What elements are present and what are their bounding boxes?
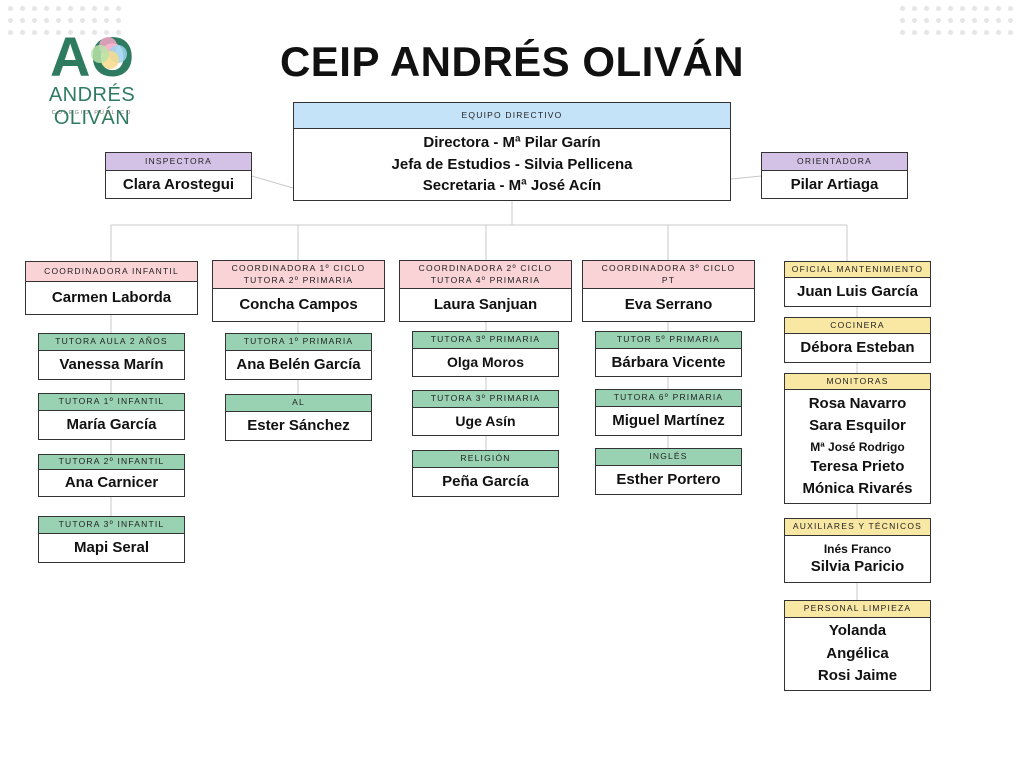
tutora-2-infantil-name: Ana Carnicer <box>64 474 159 492</box>
tutora-aula-2-header: TUTORA AULA 2 AÑOS <box>39 334 184 351</box>
limpieza-name: Yolanda <box>828 622 887 640</box>
cocinera-card: COCINERA Débora Esteban <box>784 317 931 363</box>
tutora-aula-2-card: TUTORA AULA 2 AÑOS Vanessa Marín <box>38 333 185 380</box>
coordinadora-2-ciclo-header-line1: COORDINADORA 2º CICLO <box>418 263 553 274</box>
personal-limpieza-card: PERSONAL LIMPIEZA Yolanda Angélica Rosi … <box>784 600 931 691</box>
al-header: AL <box>226 395 371 412</box>
secretaria-line: Secretaria - Mª José Acín <box>422 177 602 195</box>
limpieza-name: Angélica <box>826 644 889 662</box>
tutora-1-primaria-name: Ana Belén García <box>236 356 361 374</box>
limpieza-name: Rosi Jaime <box>817 667 898 685</box>
logo-mark-icon: AO <box>50 25 134 82</box>
directora-line: Directora - Mª Pilar Garín <box>423 133 601 151</box>
tutora-aula-2-name: Vanessa Marín <box>59 356 164 374</box>
auxiliar-name: Inés Franco <box>823 541 892 556</box>
ingles-header: INGLÉS <box>596 449 741 466</box>
page-title: CEIP ANDRÉS OLIVÁN <box>279 38 745 85</box>
logo-name: ANDRÉS OLIVÁN <box>48 84 136 129</box>
religion-header: RELIGIÓN <box>413 451 558 468</box>
coordinadora-3-ciclo-header: COORDINADORA 3º CICLO PT <box>583 261 754 289</box>
auxiliares-card: AUXILIARES Y TÉCNICOS Inés Franco Silvia… <box>784 518 931 583</box>
tutor-5-primaria-header: TUTOR 5º PRIMARIA <box>596 332 741 349</box>
auxiliares-header: AUXILIARES Y TÉCNICOS <box>785 519 930 536</box>
monitora-name: Sara Esquilor <box>809 417 906 434</box>
ingles-card: INGLÉS Esther Portero <box>595 448 742 495</box>
tutora-1-infantil-name: María García <box>66 416 157 434</box>
orientadora-name: Pilar Artiaga <box>790 175 879 193</box>
coordinadora-1-ciclo-header-line1: COORDINADORA 1º CICLO <box>231 263 366 274</box>
monitora-name: Mónica Rivarés <box>802 480 913 497</box>
inspectora-header: INSPECTORA <box>106 153 251 171</box>
tutora-3-primaria-b-card: TUTORA 3º PRIMARIA Uge Asín <box>412 390 559 436</box>
monitora-name: Teresa Prieto <box>810 457 905 475</box>
coordinadora-3-ciclo-name: Eva Serrano <box>624 296 713 314</box>
coordinadora-1-ciclo-card: COORDINADORA 1º CICLO TUTORA 2º PRIMARIA… <box>212 260 385 322</box>
tutora-1-primaria-header: TUTORA 1º PRIMARIA <box>226 334 371 351</box>
cocinera-name: Débora Esteban <box>800 339 915 357</box>
tutor-5-primaria-card: TUTOR 5º PRIMARIA Bárbara Vicente <box>595 331 742 377</box>
decorative-dots-left <box>8 6 121 35</box>
jefa-estudios-line: Jefa de Estudios - Silvia Pellicena <box>391 155 633 173</box>
coordinadora-infantil-header: COORDINADORA INFANTIL <box>26 262 197 282</box>
religion-name: Peña García <box>442 473 529 491</box>
coordinadora-infantil-card: COORDINADORA INFANTIL Carmen Laborda <box>25 261 198 315</box>
coordinadora-3-ciclo-header-line2: PT <box>661 274 676 285</box>
monitoras-card: MONITORAS Rosa Navarro Sara Esquilor Mª … <box>784 373 931 504</box>
tutora-3-primaria-b-header: TUTORA 3º PRIMARIA <box>413 391 558 408</box>
inspectora-name: Clara Arostegui <box>122 175 235 193</box>
tutora-3-primaria-b-name: Uge Asín <box>455 413 516 430</box>
tutora-6-primaria-header: TUTORA 6º PRIMARIA <box>596 390 741 407</box>
tutora-3-infantil-card: TUTORA 3º INFANTIL Mapi Seral <box>38 516 185 563</box>
coordinadora-2-ciclo-header: COORDINADORA 2º CICLO TUTORA 4º PRIMARIA <box>400 261 571 289</box>
inspectora-card: INSPECTORA Clara Arostegui <box>105 152 252 199</box>
coordinadora-3-ciclo-card: COORDINADORA 3º CICLO PT Eva Serrano <box>582 260 755 322</box>
decorative-dots-right <box>900 6 1013 35</box>
tutora-3-infantil-name: Mapi Seral <box>73 539 150 557</box>
coordinadora-1-ciclo-name: Concha Campos <box>239 296 358 314</box>
oficial-mantenimiento-header: OFICIAL MANTENIMIENTO <box>785 262 930 278</box>
tutora-3-primaria-a-name: Olga Moros <box>446 354 524 371</box>
coordinadora-3-ciclo-header-line1: COORDINADORA 3º CICLO <box>601 263 736 274</box>
tutora-2-infantil-card: TUTORA 2º INFANTIL Ana Carnicer <box>38 454 185 497</box>
school-logo: AO ANDRÉS OLIVÁN COLEGIO PÚBLICO <box>22 24 162 129</box>
personal-limpieza-header: PERSONAL LIMPIEZA <box>785 601 930 618</box>
tutora-2-infantil-header: TUTORA 2º INFANTIL <box>39 455 184 470</box>
orientadora-header: ORIENTADORA <box>762 153 907 171</box>
religion-card: RELIGIÓN Peña García <box>412 450 559 497</box>
orientadora-card: ORIENTADORA Pilar Artiaga <box>761 152 908 199</box>
tutora-1-infantil-card: TUTORA 1º INFANTIL María García <box>38 393 185 440</box>
coordinadora-2-ciclo-header-line2: TUTORA 4º PRIMARIA <box>430 274 541 285</box>
coordinadora-1-ciclo-header-line2: TUTORA 2º PRIMARIA <box>243 274 354 285</box>
monitoras-header: MONITORAS <box>785 374 930 390</box>
coordinadora-2-ciclo-card: COORDINADORA 2º CICLO TUTORA 4º PRIMARIA… <box>399 260 572 322</box>
equipo-directivo-card: EQUIPO DIRECTIVO Directora - Mª Pilar Ga… <box>293 102 731 201</box>
tutora-3-infantil-header: TUTORA 3º INFANTIL <box>39 517 184 534</box>
monitora-name: Mª José Rodrigo <box>810 439 905 454</box>
cocinera-header: COCINERA <box>785 318 930 334</box>
oficial-mantenimiento-name: Juan Luis García <box>797 283 918 301</box>
tutora-6-primaria-name: Miguel Martínez <box>612 412 725 430</box>
al-name: Ester Sánchez <box>247 417 350 435</box>
tutora-3-primaria-a-card: TUTORA 3º PRIMARIA Olga Moros <box>412 331 559 377</box>
logo-subtitle: COLEGIO PÚBLICO <box>51 110 133 116</box>
auxiliar-name: Silvia Paricio <box>810 557 905 575</box>
tutora-1-primaria-card: TUTORA 1º PRIMARIA Ana Belén García <box>225 333 372 380</box>
coordinadora-infantil-name: Carmen Laborda <box>51 289 172 307</box>
oficial-mantenimiento-card: OFICIAL MANTENIMIENTO Juan Luis García <box>784 261 931 307</box>
tutora-1-infantil-header: TUTORA 1º INFANTIL <box>39 394 184 411</box>
ingles-name: Esther Portero <box>616 471 721 489</box>
monitora-name: Rosa Navarro <box>808 394 907 412</box>
coordinadora-1-ciclo-header: COORDINADORA 1º CICLO TUTORA 2º PRIMARIA <box>213 261 384 289</box>
tutora-6-primaria-card: TUTORA 6º PRIMARIA Miguel Martínez <box>595 389 742 436</box>
coordinadora-2-ciclo-name: Laura Sanjuan <box>433 296 538 314</box>
equipo-directivo-header: EQUIPO DIRECTIVO <box>294 103 730 129</box>
tutora-3-primaria-a-header: TUTORA 3º PRIMARIA <box>413 332 558 349</box>
tutor-5-primaria-name: Bárbara Vicente <box>611 353 726 371</box>
al-card: AL Ester Sánchez <box>225 394 372 441</box>
